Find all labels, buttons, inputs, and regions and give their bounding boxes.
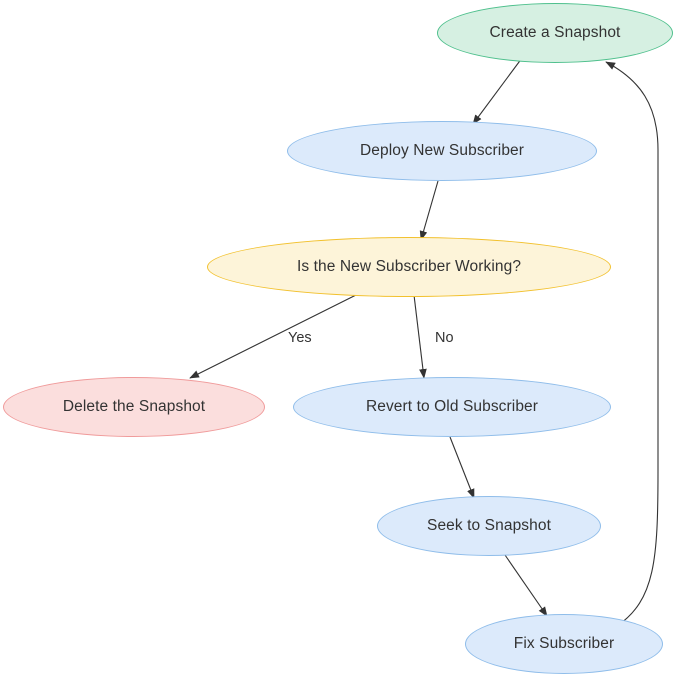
node-is-new-subscriber-working[interactable]: Is the New Subscriber Working?: [207, 237, 611, 297]
node-create-snapshot[interactable]: Create a Snapshot: [437, 3, 673, 63]
edge-create-snapshot-to-deploy-new-subscriber: [472, 57, 523, 125]
node-label-seek-to-snapshot: Seek to Snapshot: [427, 517, 551, 535]
node-fix-subscriber[interactable]: Fix Subscriber: [465, 614, 663, 674]
node-label-create-snapshot: Create a Snapshot: [489, 24, 621, 42]
node-label-delete-the-snapshot: Delete the Snapshot: [62, 398, 206, 416]
node-label-deploy-new-subscriber: Deploy New Subscriber: [359, 142, 525, 160]
edge-fix-subscriber-to-create-snapshot: [605, 61, 659, 627]
node-deploy-new-subscriber[interactable]: Deploy New Subscriber: [287, 121, 597, 181]
edge-label-yes: Yes: [288, 330, 312, 346]
node-label-fix-subscriber: Fix Subscriber: [513, 635, 615, 653]
edge-deploy-new-subscriber-to-decision: [419, 180, 439, 241]
node-label-is-new-subscriber-working: Is the New Subscriber Working?: [296, 258, 522, 276]
node-delete-the-snapshot[interactable]: Delete the Snapshot: [3, 377, 265, 437]
edge-seek-to-snapshot-to-fix-subscriber: [504, 554, 548, 617]
edge-revert-to-old-subscriber-to-seek-to-snapshot: [449, 436, 475, 499]
node-seek-to-snapshot[interactable]: Seek to Snapshot: [377, 496, 601, 556]
node-label-revert-to-old-subscriber: Revert to Old Subscriber: [365, 398, 539, 416]
node-revert-to-old-subscriber[interactable]: Revert to Old Subscriber: [293, 377, 611, 437]
edge-decision-to-revert-to-old-subscriber: [413, 294, 427, 379]
edge-decision-to-delete-the-snapshot: [189, 293, 359, 379]
edge-label-no: No: [435, 330, 454, 346]
